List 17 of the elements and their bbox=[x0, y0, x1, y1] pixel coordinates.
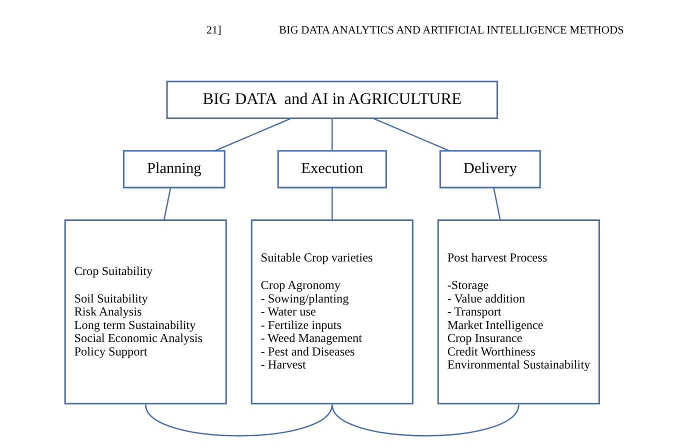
node-box: Planning bbox=[122, 150, 225, 188]
connector bbox=[144, 404, 332, 436]
node-box: Suitable Crop varieties Crop Agronomy - Sowing/planting - Water use - Fertilize inputs - Weed Management - Pest and Diseases - Harvest bbox=[250, 219, 413, 404]
node-box: Delivery bbox=[438, 150, 540, 188]
connector bbox=[162, 188, 171, 220]
connector bbox=[330, 118, 332, 150]
node-box: Crop Suitability Soil Suitability Risk Analysis Long term Sustainability Social Economic Analysis Policy Support bbox=[64, 219, 226, 404]
connector bbox=[372, 118, 450, 152]
node-box: Post harvest Process -Storage - Value addition - Transport Market Intelligence Crop Insurance Credit Worthiness Environmental Sustainability bbox=[436, 219, 600, 404]
label: BIG DATA ANALYTICS AND ARTIFICIAL INTELLIGENCE METHODS bbox=[278, 24, 624, 36]
node-box: Execution bbox=[276, 150, 386, 188]
connector bbox=[330, 188, 332, 220]
connector bbox=[214, 118, 291, 152]
node-box: BIG DATA and AI in AGRICULTURE bbox=[166, 80, 498, 119]
connector bbox=[331, 404, 519, 436]
connector bbox=[492, 188, 500, 220]
label: 21] bbox=[206, 24, 221, 36]
